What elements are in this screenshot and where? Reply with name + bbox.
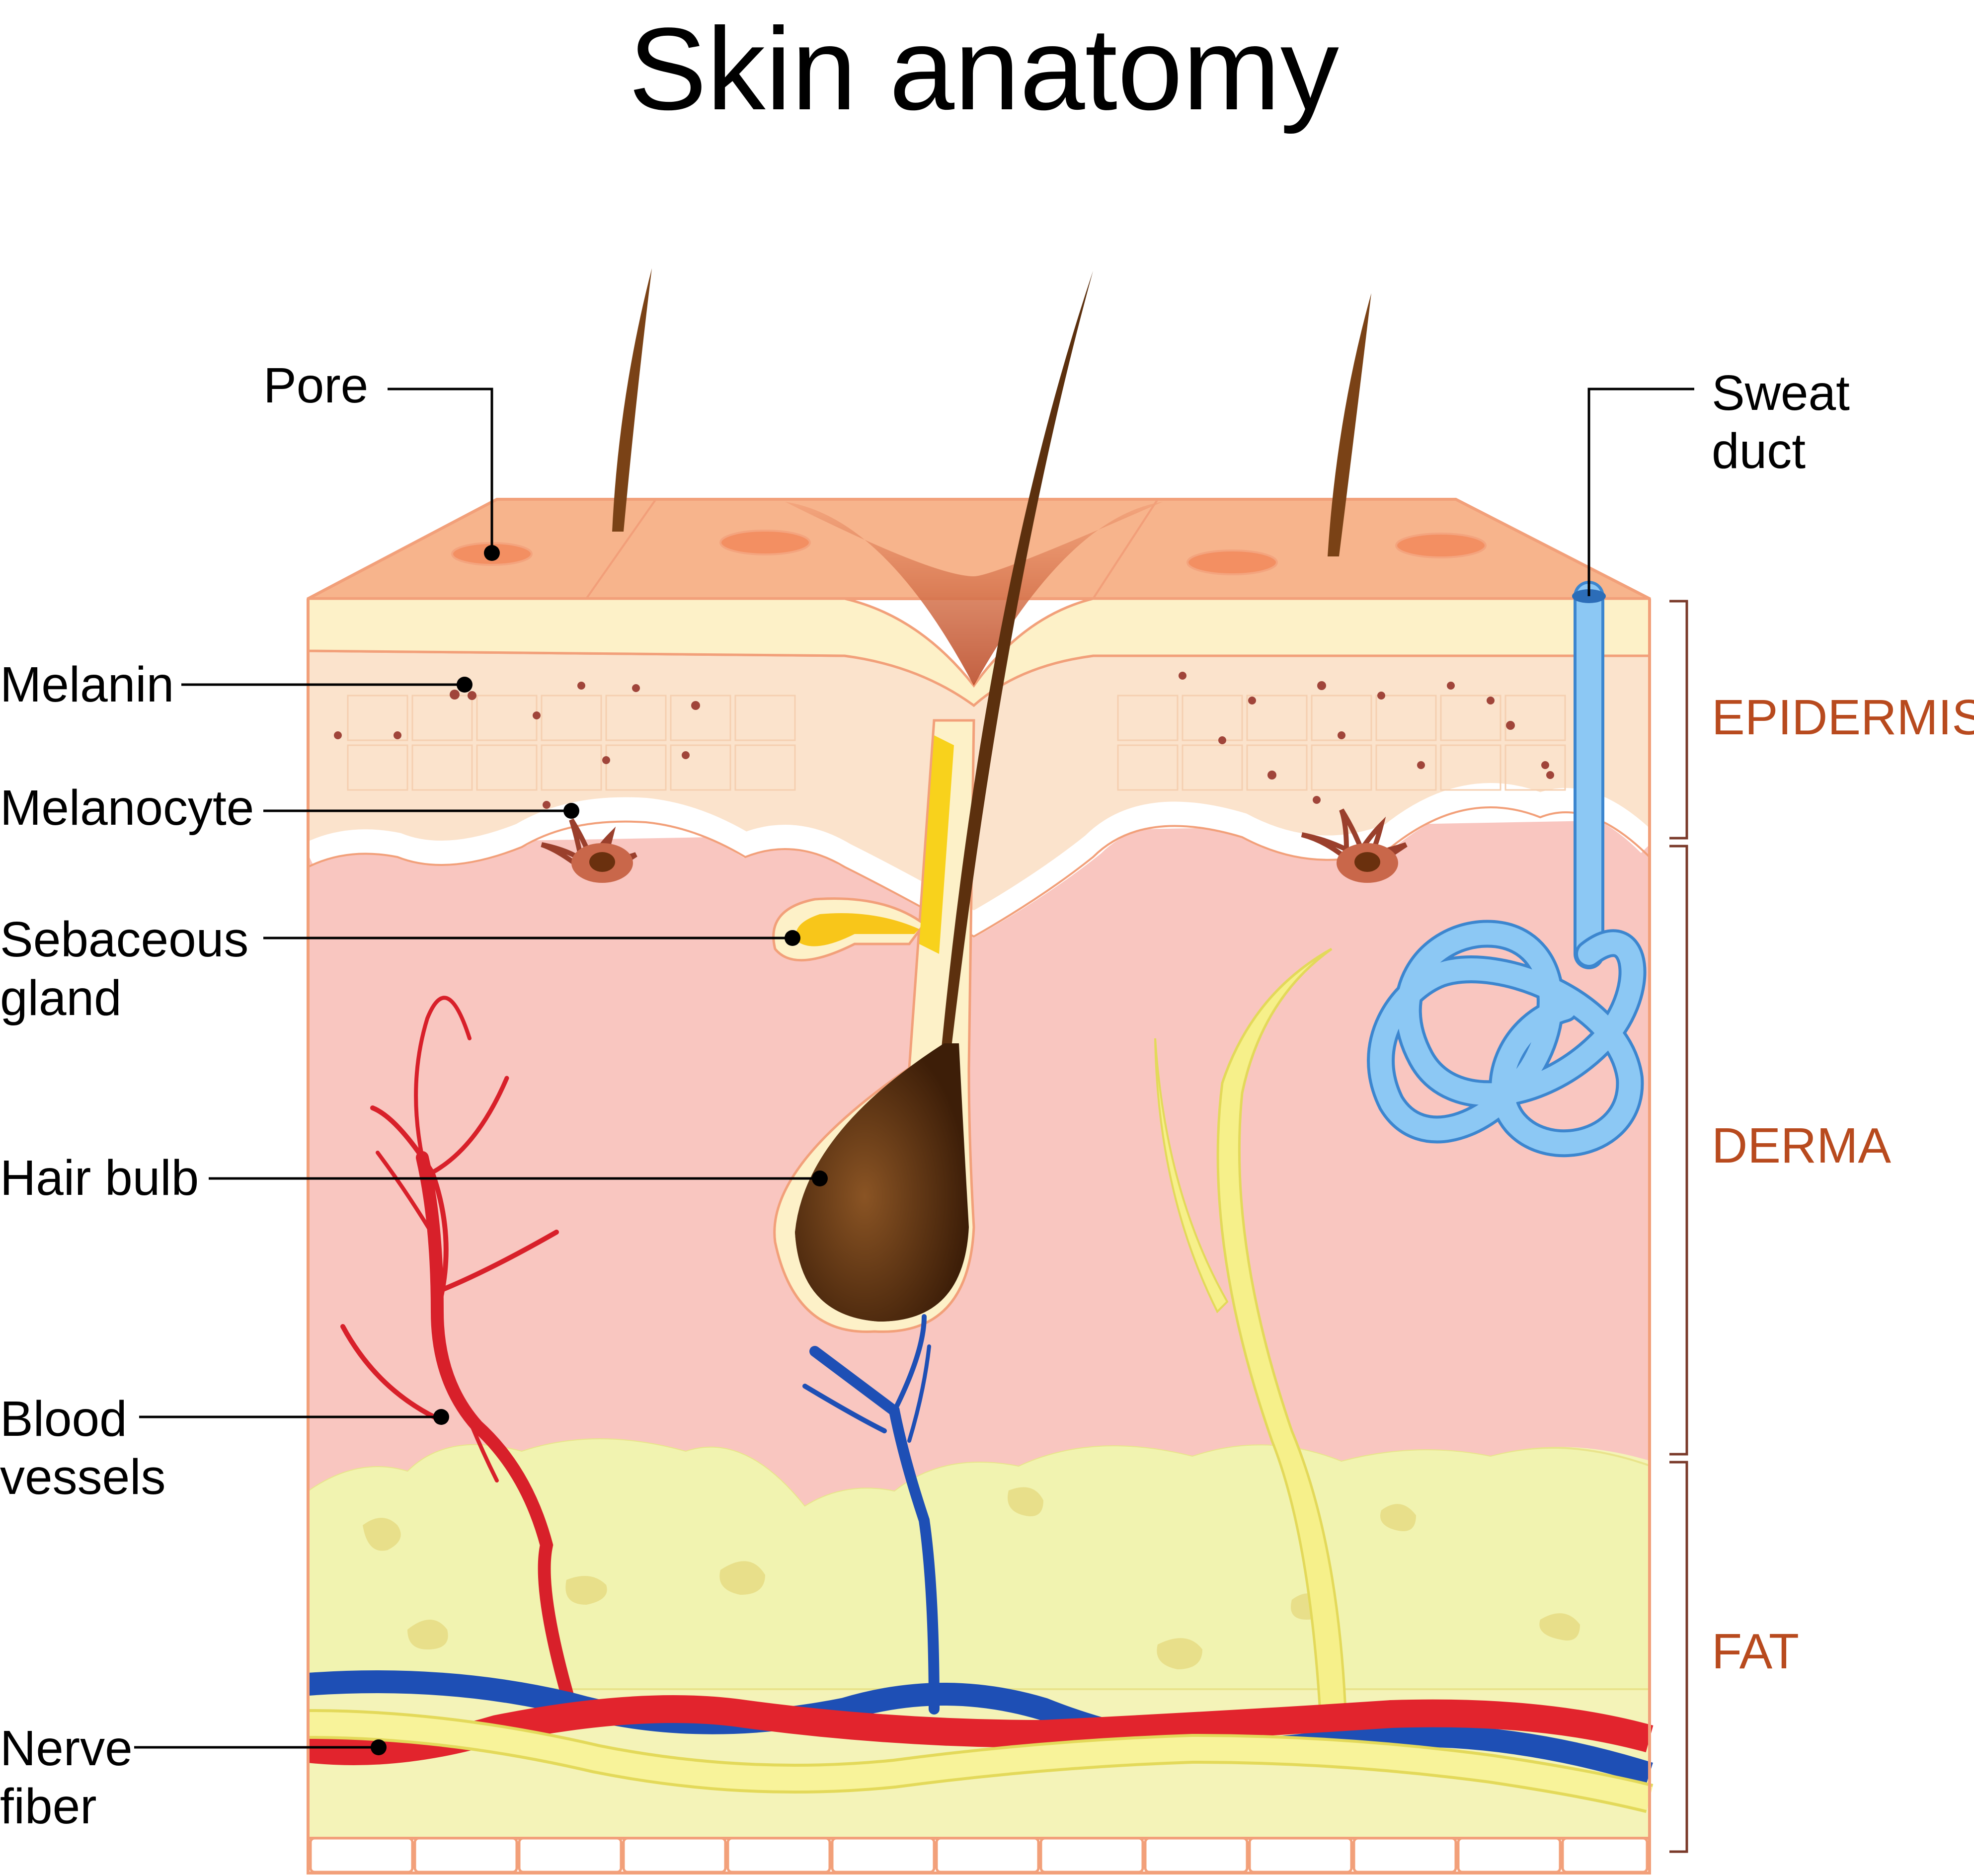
layer-label-epidermis: EPIDERMIS xyxy=(1712,690,1974,745)
label-hair-bulb: Hair bulb xyxy=(0,1150,199,1206)
label-sweat-duct-line1: Sweat xyxy=(1712,365,1850,421)
label-blood-vessels-line1: Blood xyxy=(0,1391,127,1447)
surface-folds xyxy=(585,498,1159,600)
label-nerve-fiber-line1: Nerve xyxy=(0,1720,133,1776)
artery-branch xyxy=(340,996,578,1716)
melanocyte-left xyxy=(541,818,637,883)
skin-block-outline xyxy=(307,599,1651,1875)
fat-lobules xyxy=(307,1437,1651,1690)
nerve-branch-vertical xyxy=(1216,947,1348,1740)
sweat-gland xyxy=(1367,581,1647,1158)
layer-label-derma: DERMA xyxy=(1712,1118,1891,1173)
diagram-title: Skin anatomy xyxy=(629,3,1339,135)
hair-pit xyxy=(785,502,1163,686)
vein-horizontal xyxy=(307,1670,1653,1785)
nerve-horizontal-fill xyxy=(308,1712,1653,1810)
leader-lines xyxy=(134,388,1694,1755)
small-hair-right xyxy=(1328,293,1371,556)
epidermis-cells xyxy=(347,695,1566,791)
derma-bracket xyxy=(1669,845,1688,1456)
fat-cell-nuclei xyxy=(363,1487,1580,1669)
vein-branch xyxy=(802,1314,940,1715)
melanin-dots xyxy=(334,672,1554,809)
melanocyte-right xyxy=(1301,808,1408,883)
skin-block xyxy=(303,268,1658,1875)
epidermis-bracket xyxy=(1669,600,1688,840)
bottom-cell-row xyxy=(309,1837,1649,1874)
small-hair-left xyxy=(612,268,652,532)
derma-layer xyxy=(308,820,1650,1505)
nerve-branch-left xyxy=(1154,1038,1229,1314)
label-pore: Pore xyxy=(263,358,368,413)
label-sebaceous-gland-line2: gland xyxy=(0,970,122,1026)
label-nerve-fiber-line2: fiber xyxy=(0,1779,97,1834)
layer-brackets xyxy=(1669,600,1688,1853)
layer-label-fat: FAT xyxy=(1712,1624,1799,1679)
sebaceous-secretion xyxy=(796,913,919,946)
hair-bulb xyxy=(795,1043,969,1322)
stratum-corneum xyxy=(307,597,1651,707)
label-melanocyte: Melanocyte xyxy=(0,780,254,836)
label-sebaceous-gland-line1: Sebaceous xyxy=(0,912,248,967)
label-blood-vessels-line2: vessels xyxy=(0,1449,165,1505)
fat-bracket xyxy=(1669,1461,1688,1853)
label-melanin: Melanin xyxy=(0,657,174,712)
label-sweat-duct-line2: duct xyxy=(1712,423,1806,479)
sebum-duct xyxy=(919,735,954,954)
